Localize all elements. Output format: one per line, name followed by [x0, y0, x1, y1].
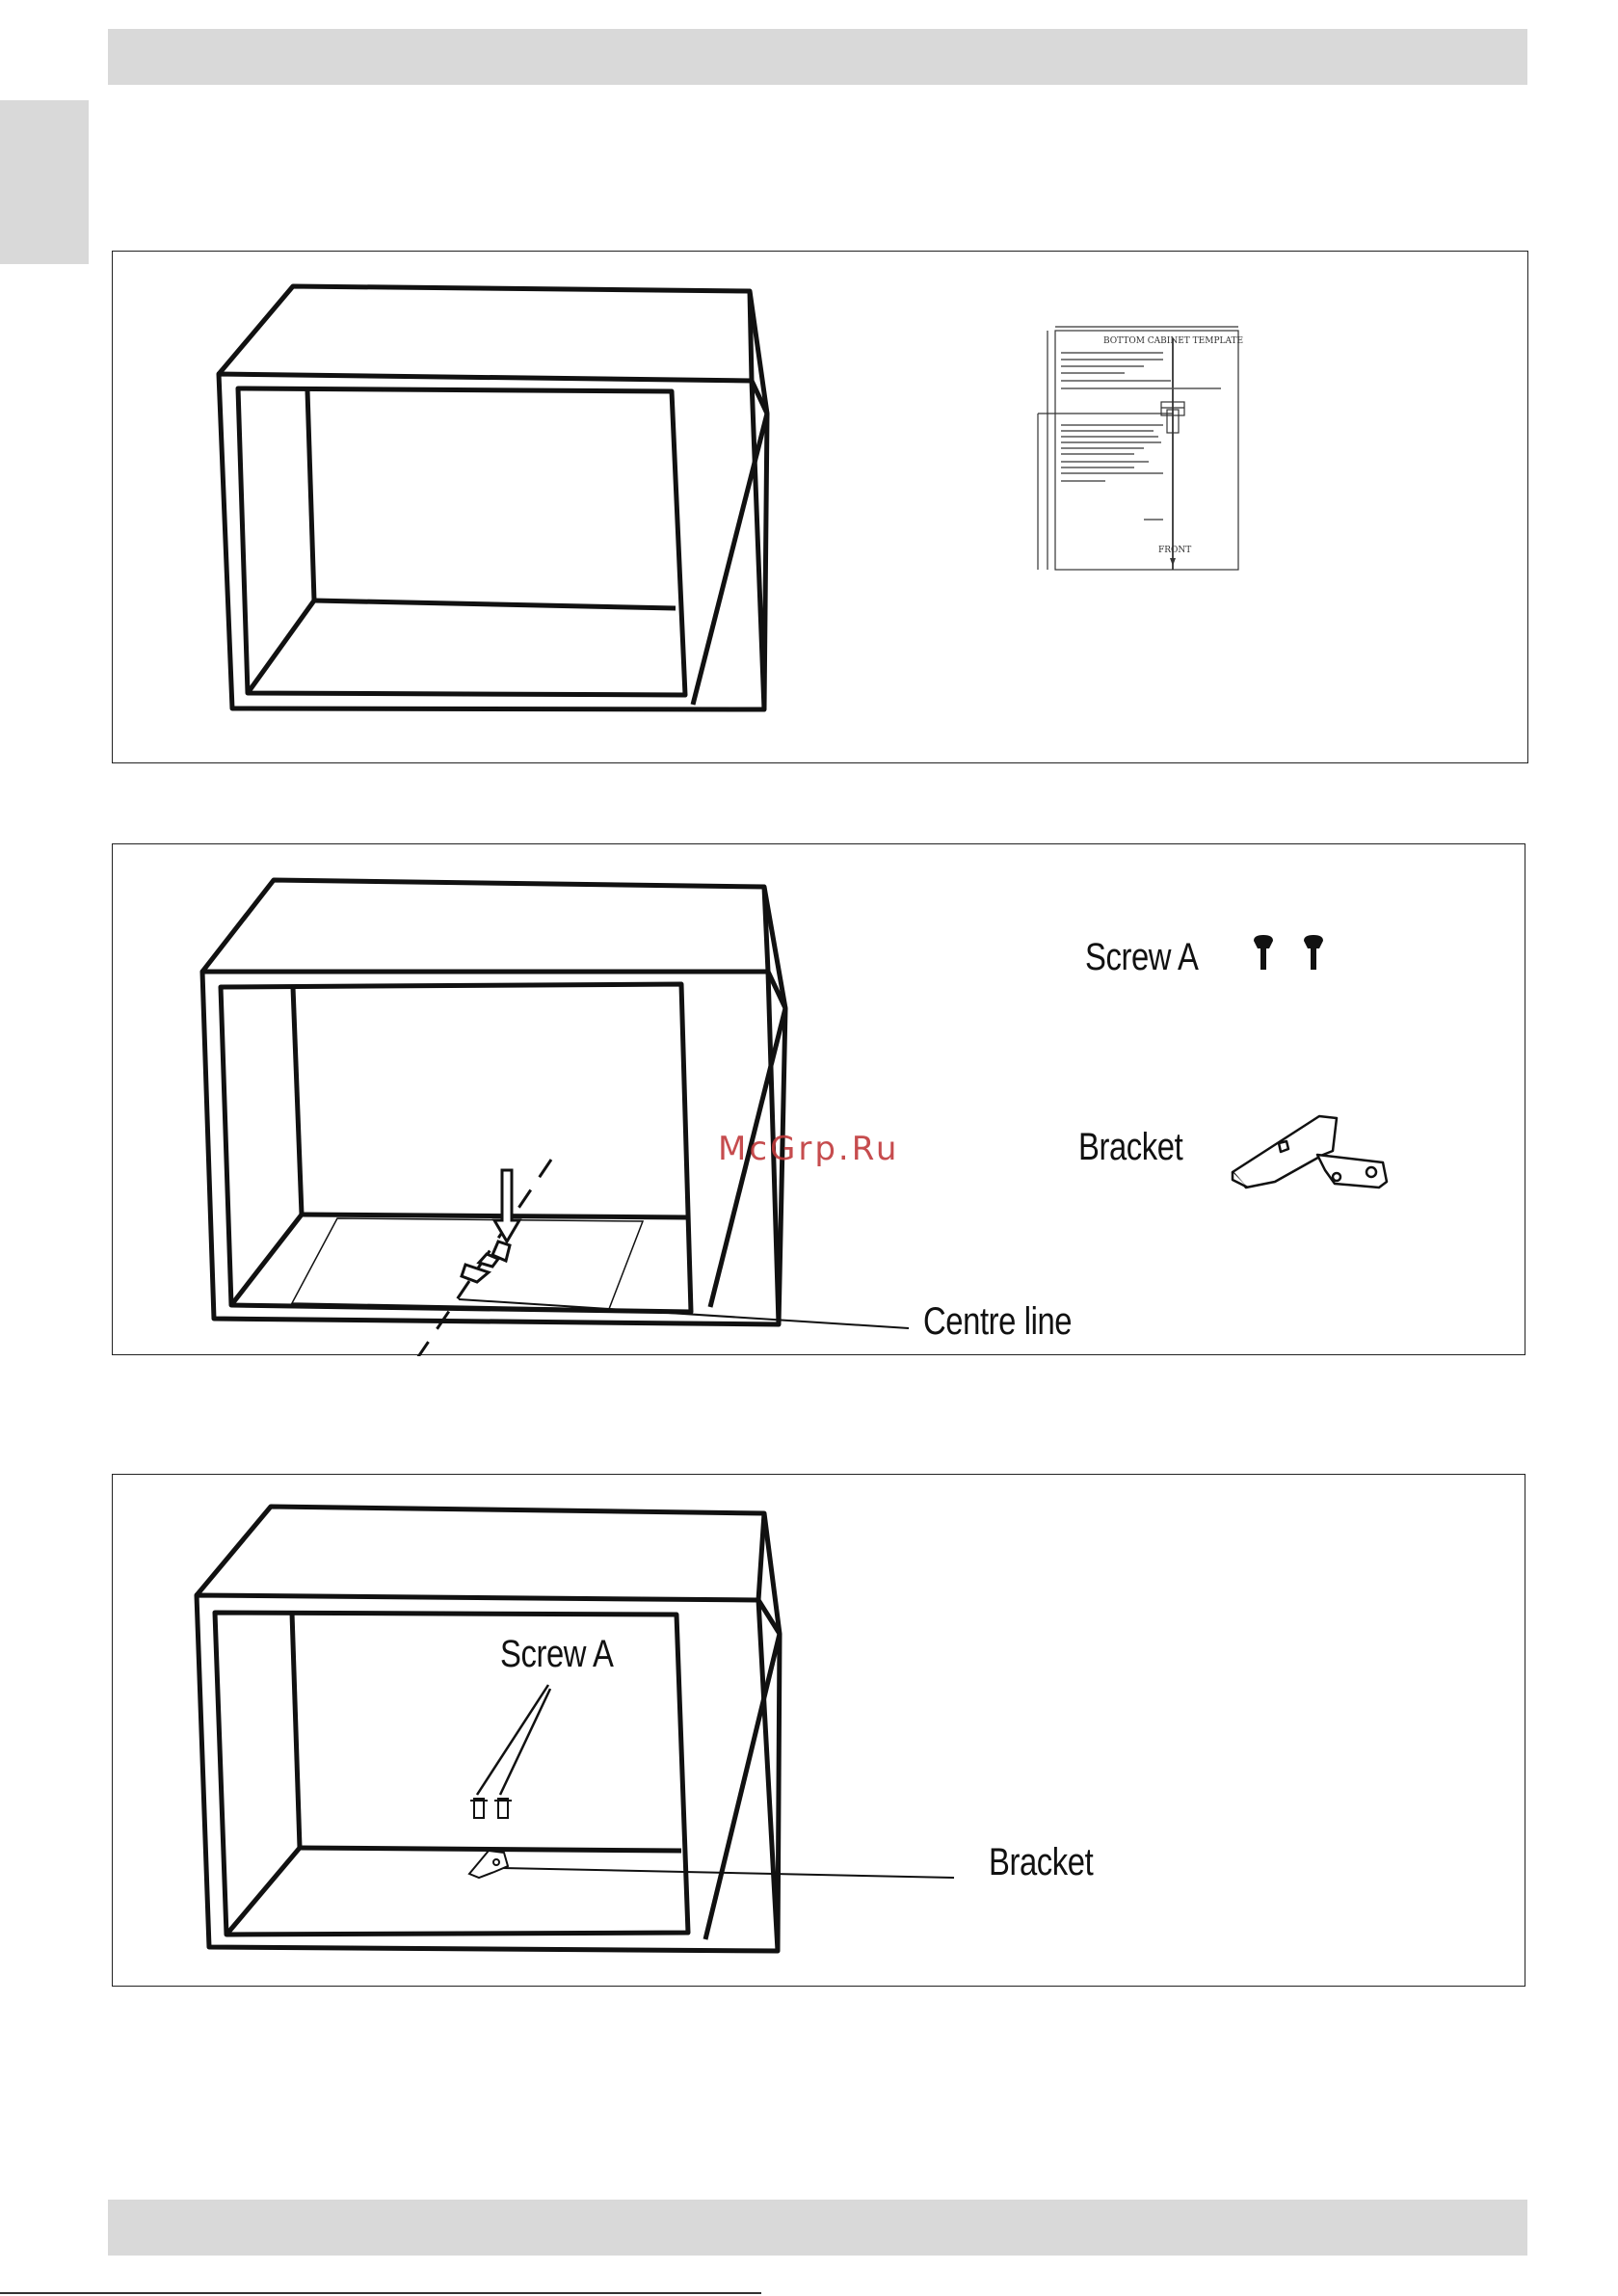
header-bar — [108, 29, 1527, 85]
step-panel-3: Screw A Bracket — [112, 1474, 1525, 1987]
side-tab — [0, 100, 89, 264]
bottom-cabinet-template-image: BOTTOM CABINET TEMPLATE FRONT — [1028, 309, 1260, 589]
cabinet-illustration-3 — [113, 1475, 1526, 1988]
step-panel-1: BOTTOM CABINET TEMPLATE FRONT — [112, 251, 1528, 763]
footer-bar — [108, 2200, 1527, 2256]
bracket-icon — [1233, 1116, 1387, 1188]
centre-line — [410, 1160, 551, 1356]
template-front-label: FRONT — [1158, 546, 1191, 555]
bracket-label: Bracket — [1078, 1126, 1182, 1169]
cabinet-illustration-1 — [113, 252, 1529, 764]
template-title: BOTTOM CABINET TEMPLATE — [1103, 336, 1243, 346]
bracket-label: Bracket — [989, 1841, 1093, 1884]
footer-rule — [0, 2292, 761, 2294]
screw-icon — [470, 1799, 512, 1818]
cabinet-illustration-2 — [113, 844, 1526, 1356]
screw-a-label: Screw A — [1085, 936, 1198, 979]
centre-line-label: Centre line — [923, 1300, 1072, 1344]
screw-a-label: Screw A — [500, 1633, 613, 1676]
watermark: McGrp.Ru — [718, 1130, 899, 1168]
bracket-icon — [469, 1851, 508, 1878]
screw-icon — [1254, 935, 1323, 970]
step-panel-2: Screw A Bracket Centre line — [112, 843, 1525, 1355]
